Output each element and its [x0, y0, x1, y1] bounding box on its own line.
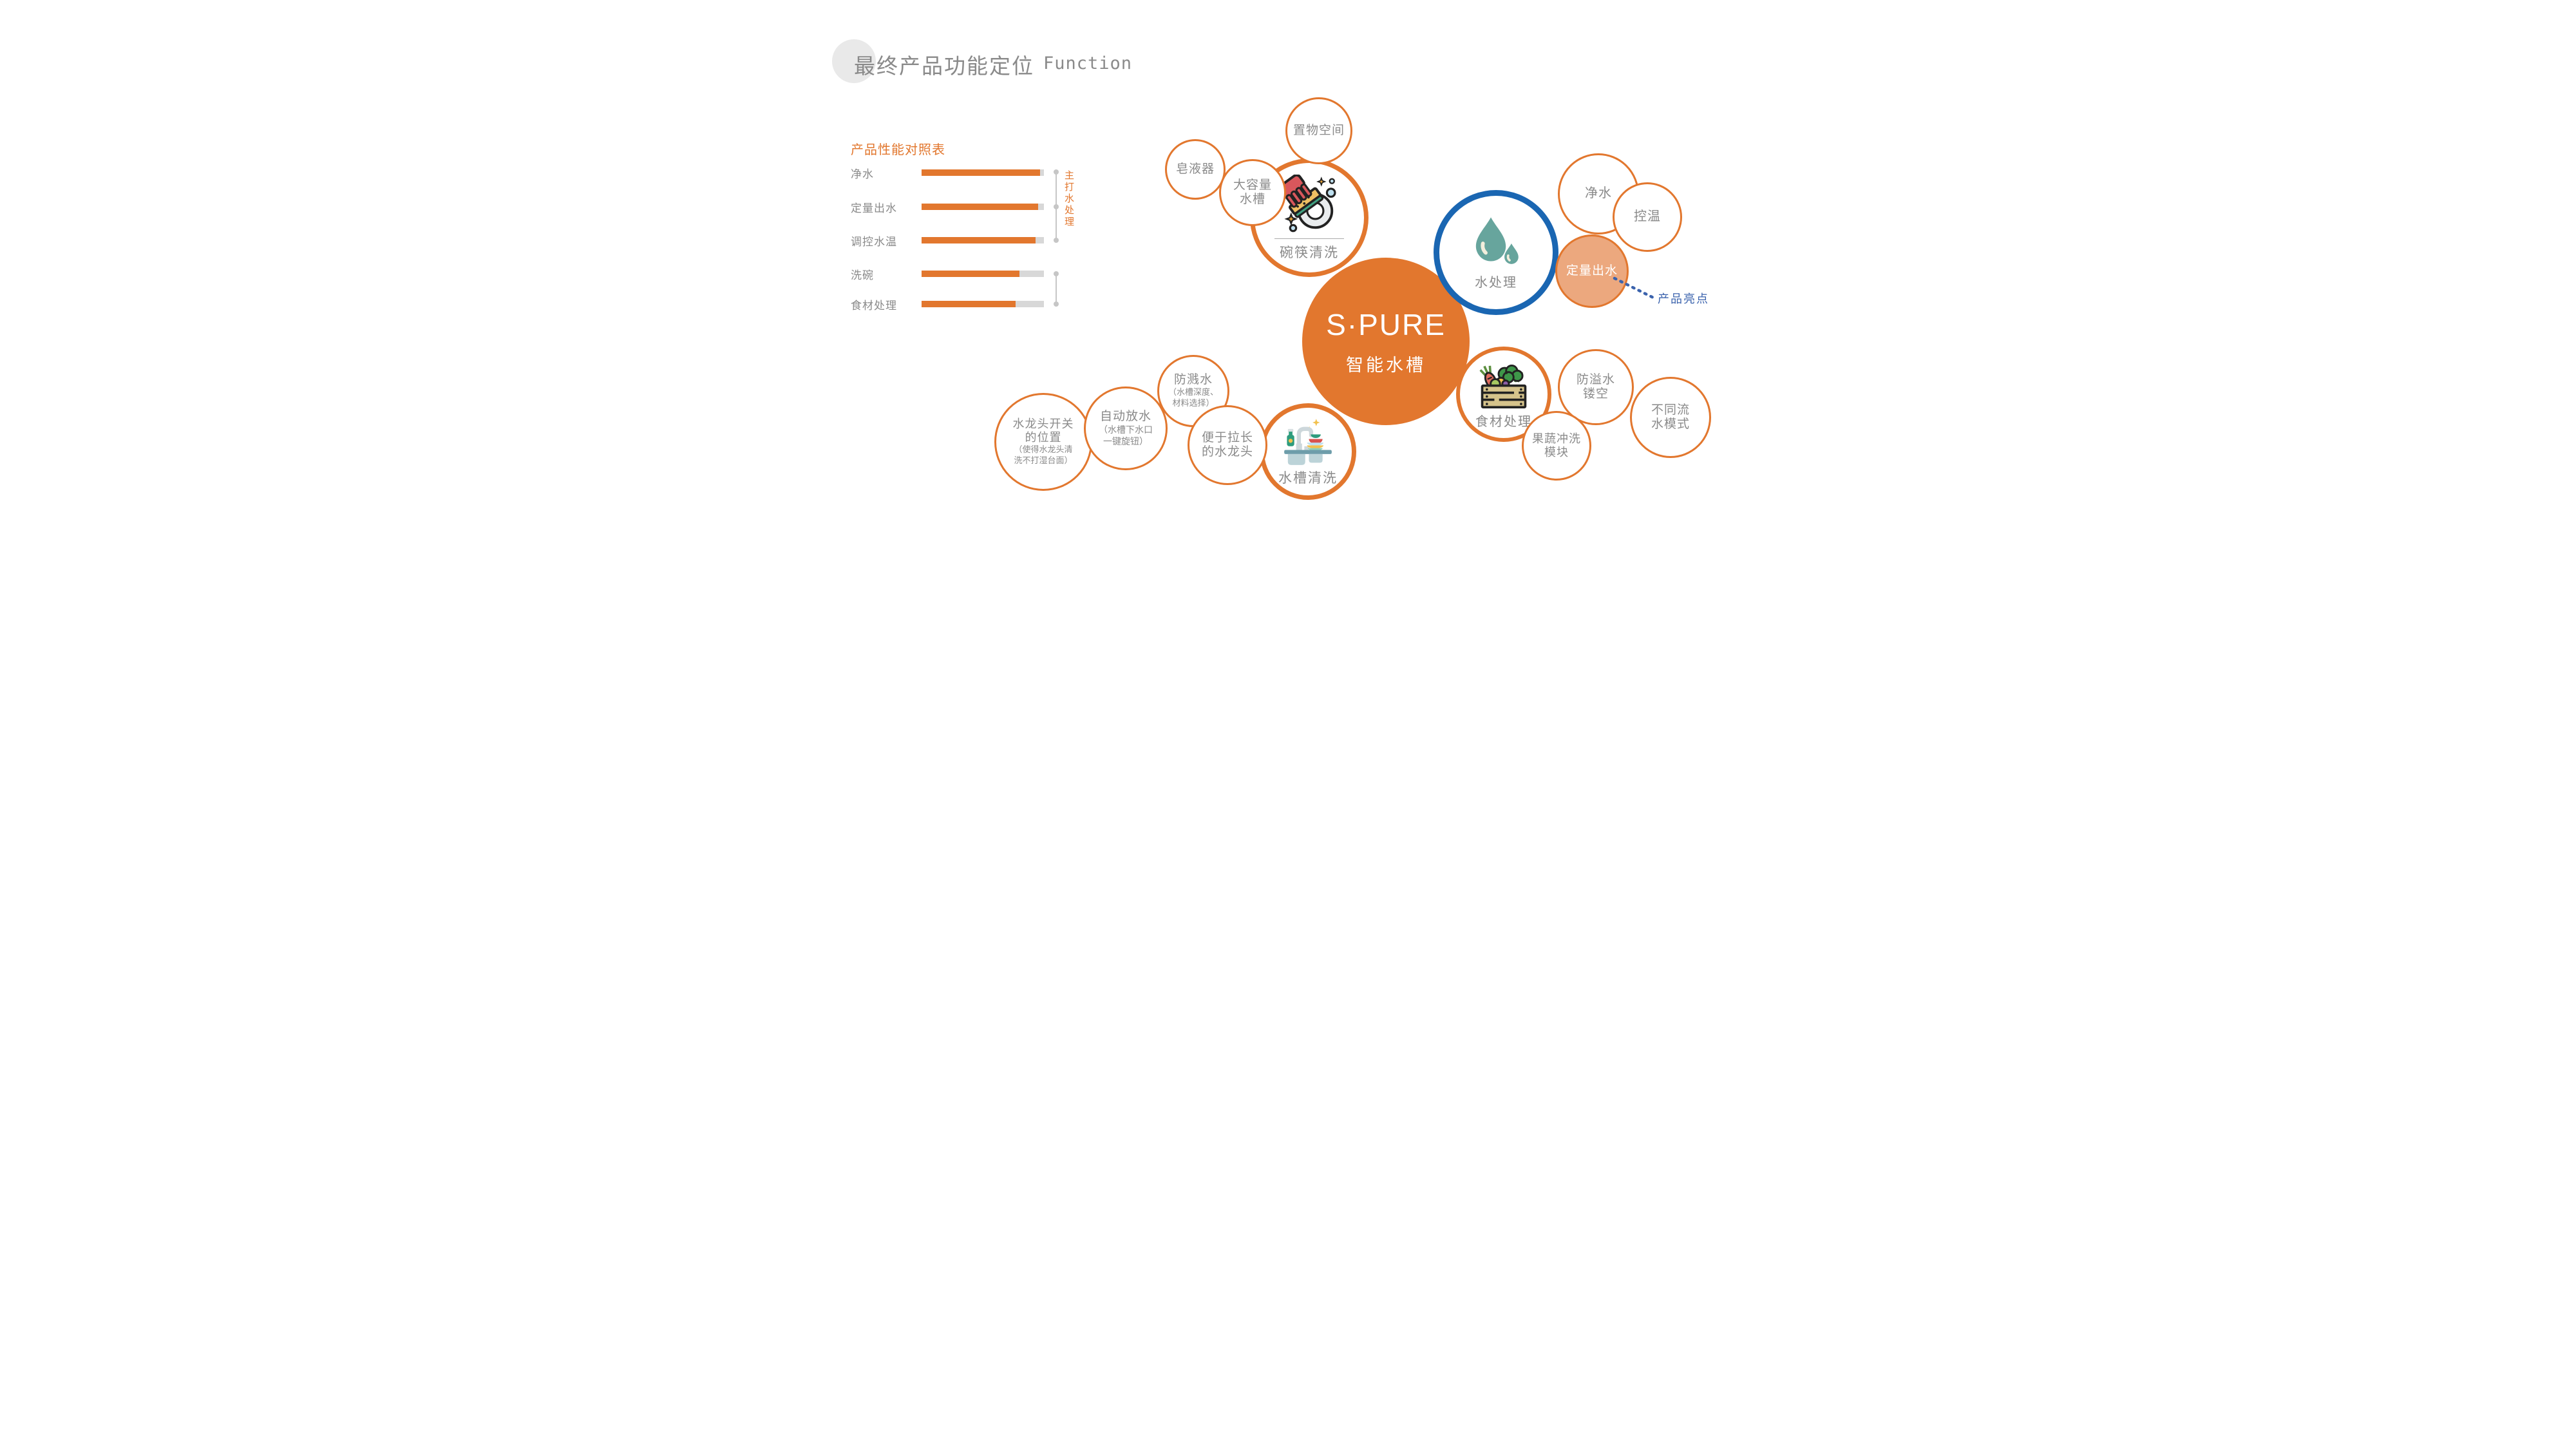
- callout-dotted-line: [1613, 276, 1656, 300]
- bubble-extendable-faucet: 便于拉长 的水龙头: [1188, 405, 1267, 485]
- bubble-sublabel: 材料选择）: [1172, 398, 1215, 408]
- bubble-label: 水处理: [1475, 276, 1517, 290]
- bracket-label: 主打水处理: [1063, 170, 1074, 228]
- bubble-sublabel: （使得水龙头清: [1014, 444, 1073, 455]
- bar-fill: [922, 169, 1041, 176]
- bar-track: [922, 204, 1044, 210]
- bar-fill: [922, 301, 1016, 307]
- chart-row: 净水: [851, 166, 1044, 180]
- bubble-sublabel: （水槽下水口: [1099, 425, 1153, 435]
- sink-cleaning-icon: [1284, 419, 1332, 465]
- bubble-label: 大容量: [1233, 178, 1272, 192]
- bubble-label: 防溢水: [1576, 372, 1615, 386]
- brand-subtitle: 智能水槽: [1346, 355, 1426, 375]
- bubble-label: 食材处理: [1475, 414, 1532, 429]
- bracket-other-group: [1056, 274, 1057, 304]
- bubble-label: 不同流: [1651, 403, 1690, 417]
- water-drops-icon: [1475, 217, 1519, 264]
- chart-row-label: 调控水温: [851, 235, 897, 248]
- bubble-storage-space: 置物空间: [1285, 97, 1352, 164]
- bar-track: [922, 301, 1044, 307]
- bubble-label: 定量出水: [1566, 263, 1618, 278]
- bubble-label: 的水龙头: [1201, 445, 1253, 459]
- bubble-label: 水槽清洗: [1278, 471, 1338, 486]
- bracket-dot: [1054, 204, 1059, 209]
- slide-canvas: 最终产品功能定位 Function 产品性能对照表 净水 定量出水 调控水温 洗…: [783, 0, 1793, 568]
- bubble-sublabel: 一键旋钮）: [1103, 436, 1148, 447]
- bubble-sublabel: （水槽深度、: [1168, 387, 1218, 397]
- bubble-temp-control: 控温: [1613, 182, 1682, 252]
- bubble-label: 模块: [1544, 446, 1569, 459]
- bubble-label: 果蔬冲洗: [1532, 432, 1581, 445]
- bubble-label: 控温: [1634, 209, 1661, 224]
- bar-track: [922, 271, 1044, 277]
- bubble-label: 水龙头开关: [1012, 417, 1074, 430]
- bubble-quantified-outflow: 定量出水: [1555, 234, 1629, 308]
- bubble-faucet-switch-position: 水龙头开关 的位置 （使得水龙头清 洗不打湿台面）: [994, 393, 1092, 491]
- chart-row: 洗碗: [851, 267, 1044, 281]
- bubble-label: 皂液器: [1175, 162, 1215, 176]
- center-brand-circle: S·PURE 智能水槽: [1302, 258, 1470, 425]
- chart-row-label: 净水: [851, 167, 874, 180]
- bubble-overflow-proof: 防溢水 镂空: [1558, 349, 1634, 425]
- bracket-dot: [1054, 238, 1059, 243]
- bar-fill: [922, 237, 1036, 243]
- chart-row: 食材处理: [851, 297, 1044, 312]
- page-title-en: Function: [1043, 53, 1133, 73]
- bracket-dot: [1054, 169, 1059, 175]
- bar-track: [922, 169, 1044, 176]
- bubble-label: 水槽: [1239, 193, 1265, 206]
- dish-washing-icon: [1279, 174, 1336, 232]
- title-accent-circle: [832, 39, 876, 83]
- divider-line: [1274, 238, 1344, 239]
- page-title: 最终产品功能定位: [854, 54, 1034, 78]
- bracket-dot: [1054, 301, 1059, 307]
- bubble-soap-dispenser: 皂液器: [1165, 139, 1226, 200]
- bar-track: [922, 237, 1044, 243]
- bar-fill: [922, 204, 1038, 210]
- bubble-sublabel: 洗不打湿台面）: [1014, 455, 1073, 466]
- chart-row-label: 定量出水: [851, 202, 897, 215]
- chart-row: 定量出水: [851, 200, 1044, 215]
- bubble-flow-modes: 不同流 水模式: [1630, 377, 1711, 458]
- bubble-auto-water-release: 自动放水 （水槽下水口 一键旋钮）: [1084, 386, 1168, 470]
- bracket-dot: [1054, 271, 1059, 276]
- bubble-produce-rinse-module: 果蔬冲洗 模块: [1522, 411, 1591, 481]
- bubble-label: 防溅水: [1173, 372, 1213, 386]
- bubble-large-capacity-sink: 大容量 水槽: [1219, 159, 1286, 226]
- bar-fill: [922, 271, 1019, 277]
- bubble-label: 自动放水: [1099, 409, 1151, 423]
- bubble-water-treatment: 水处理: [1434, 190, 1558, 315]
- chart-title: 产品性能对照表: [851, 143, 945, 157]
- bubble-sink-cleaning: 水槽清洗: [1260, 403, 1356, 500]
- bubble-label: 的位置: [1025, 431, 1062, 444]
- bubble-label: 净水: [1585, 186, 1612, 201]
- chart-row-label: 食材处理: [851, 299, 897, 312]
- vegetable-crate-icon: [1479, 364, 1527, 408]
- product-highlight-label: 产品亮点: [1658, 292, 1709, 305]
- bubble-label: 水模式: [1651, 417, 1690, 431]
- bubble-label: 置物空间: [1293, 123, 1345, 137]
- bubble-label: 镂空: [1582, 387, 1609, 401]
- brand-name: S·PURE: [1326, 307, 1446, 341]
- bubble-label: 碗筷清洗: [1280, 245, 1339, 260]
- chart-row-label: 洗碗: [851, 269, 874, 281]
- chart-row: 调控水温: [851, 233, 1044, 248]
- bubble-label: 便于拉长: [1201, 430, 1253, 444]
